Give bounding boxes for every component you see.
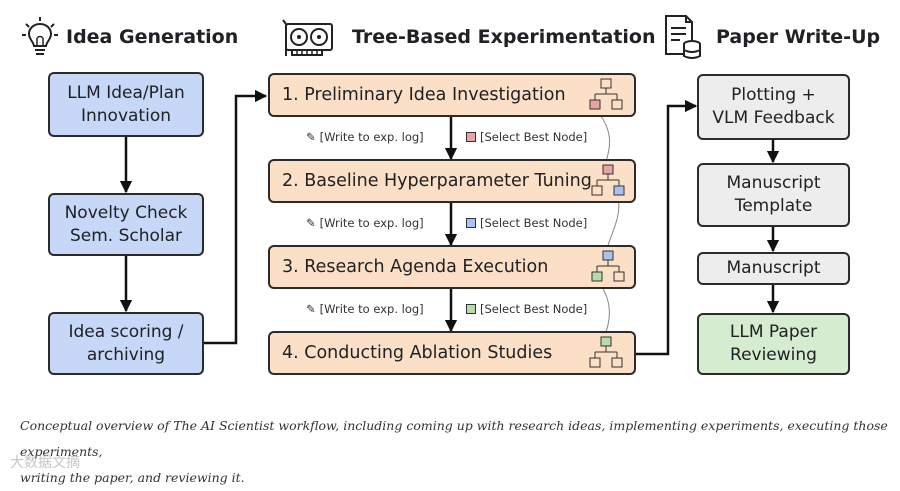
box-line: Plotting + — [731, 85, 816, 105]
green-node-swatch — [466, 304, 476, 314]
figure-caption: Conceptual overview of The AI Scientist … — [20, 413, 890, 491]
paper-writeup-header: Paper Write-Up — [716, 26, 881, 48]
note-text: [Select Best Node] — [480, 130, 588, 144]
watermark: 大数据文摘 — [10, 455, 80, 471]
box-line: Innovation — [80, 105, 171, 126]
blue-node-swatch — [466, 218, 476, 228]
stage-4-box: 4. Conducting Ablation Studies — [268, 331, 636, 375]
stage-label: 1. Preliminary Idea Investigation — [282, 84, 566, 105]
stage-2-box: 2. Baseline Hyperparameter Tuning — [268, 159, 636, 203]
document-database-icon — [662, 14, 702, 65]
note-text: [Select Best Node] — [480, 216, 588, 230]
select-best-note: [Select Best Node] — [466, 302, 587, 316]
stage-1-box: 1. Preliminary Idea Investigation — [268, 73, 636, 117]
note-text: [Select Best Node] — [480, 302, 588, 316]
stage-label: 3. Research Agenda Execution — [282, 256, 549, 277]
tree-node-icon — [591, 250, 625, 282]
write-log-note: ✎[Write to exp. log] — [306, 216, 424, 230]
box-line: Idea scoring / — [68, 321, 184, 342]
box-line: LLM Paper — [729, 322, 818, 342]
stage-label: 2. Baseline Hyperparameter Tuning — [282, 170, 592, 191]
lightbulb-icon — [22, 16, 58, 63]
box-line: Template — [734, 196, 813, 216]
edit-icon: ✎ — [306, 302, 316, 316]
caption-line-2: writing the paper, and reviewing it. — [20, 470, 245, 485]
box-line: LLM Idea/Plan — [67, 82, 185, 103]
tree-node-icon — [591, 164, 625, 196]
stage-3-box: 3. Research Agenda Execution — [268, 245, 636, 289]
note-text: [Write to exp. log] — [319, 216, 424, 230]
tree-node-icon — [589, 78, 623, 110]
select-best-note: [Select Best Node] — [466, 216, 587, 230]
box-line: Sem. Scholar — [69, 225, 183, 246]
manuscript-box: Manuscript — [697, 252, 850, 285]
box-line: Manuscript — [726, 173, 821, 193]
edit-icon: ✎ — [306, 216, 316, 230]
box-line: VLM Feedback — [712, 108, 835, 128]
idea-scoring-box: Idea scoring /archiving — [48, 312, 204, 375]
box-line: Manuscript — [726, 258, 821, 278]
box-line: Novelty Check — [64, 202, 188, 223]
flow-connectors — [119, 89, 780, 356]
note-text: [Write to exp. log] — [319, 130, 424, 144]
red-node-swatch — [466, 132, 476, 142]
write-log-note: ✎[Write to exp. log] — [306, 302, 424, 316]
box-line: archiving — [86, 344, 166, 365]
tree-node-icon — [589, 336, 623, 368]
note-text: [Write to exp. log] — [319, 302, 424, 316]
plotting-vlm-box: Plotting + VLM Feedback — [697, 74, 850, 140]
edit-icon: ✎ — [306, 130, 316, 144]
select-best-note: [Select Best Node] — [466, 130, 587, 144]
stage-label: 4. Conducting Ablation Studies — [282, 342, 553, 363]
gpu-card-icon — [282, 18, 334, 63]
caption-line-1: Conceptual overview of The AI Scientist … — [20, 418, 888, 459]
idea-generation-header: Idea Generation — [66, 26, 239, 48]
box-line: Reviewing — [730, 345, 817, 365]
tree-experimentation-header: Tree-Based Experimentation — [352, 26, 656, 48]
write-log-note: ✎[Write to exp. log] — [306, 130, 424, 144]
